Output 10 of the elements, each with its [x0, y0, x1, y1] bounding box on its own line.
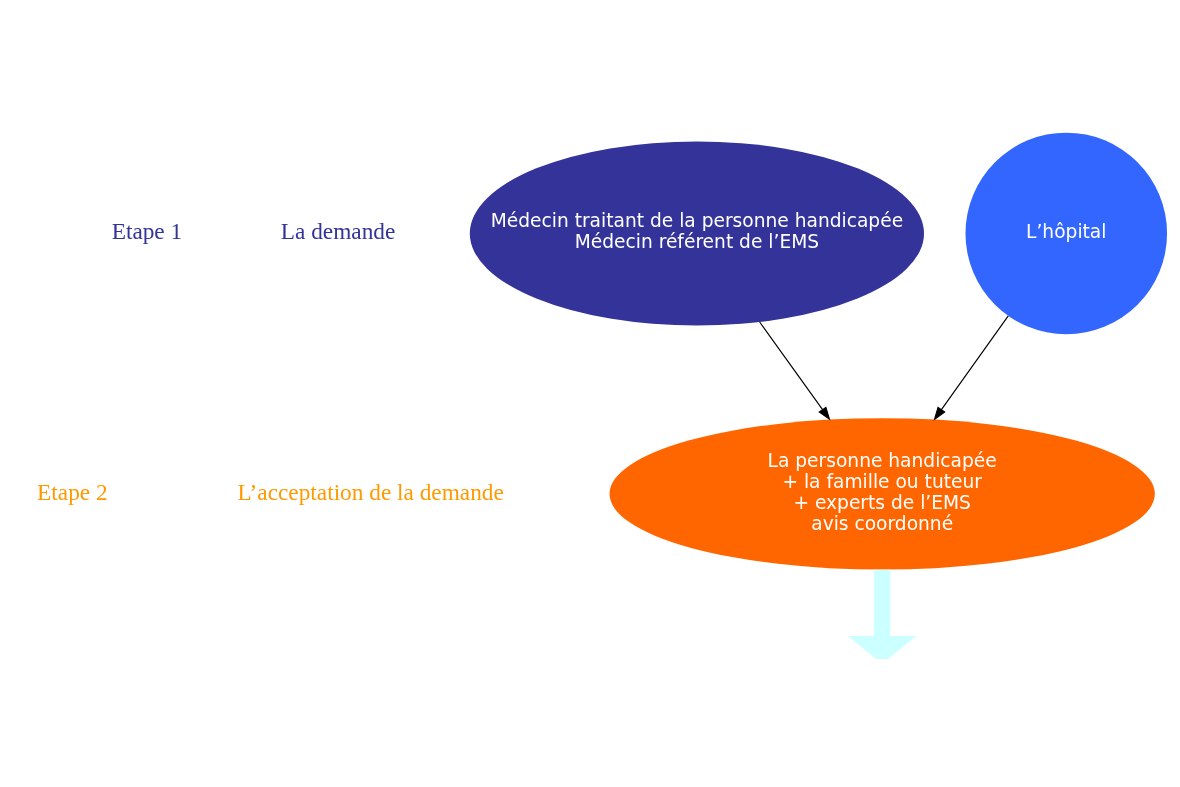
node-circle: L’hôpital [965, 132, 1168, 335]
node-ellipse: La personne handicapée + la famille ou tuteur + experts de l’EMS avis coordonné [609, 418, 1155, 570]
arrow [847, 569, 917, 659]
label: Etape 1 [111, 218, 183, 245]
label: La demande [280, 218, 396, 245]
arrow [759, 321, 831, 421]
arrow [933, 315, 1009, 421]
label: L’acceptation de la demande [237, 478, 504, 505]
label: Etape 2 [37, 478, 108, 505]
node-ellipse: Médecin traitant de la personne handicapée Médecin référent de l’EMS [469, 141, 924, 326]
